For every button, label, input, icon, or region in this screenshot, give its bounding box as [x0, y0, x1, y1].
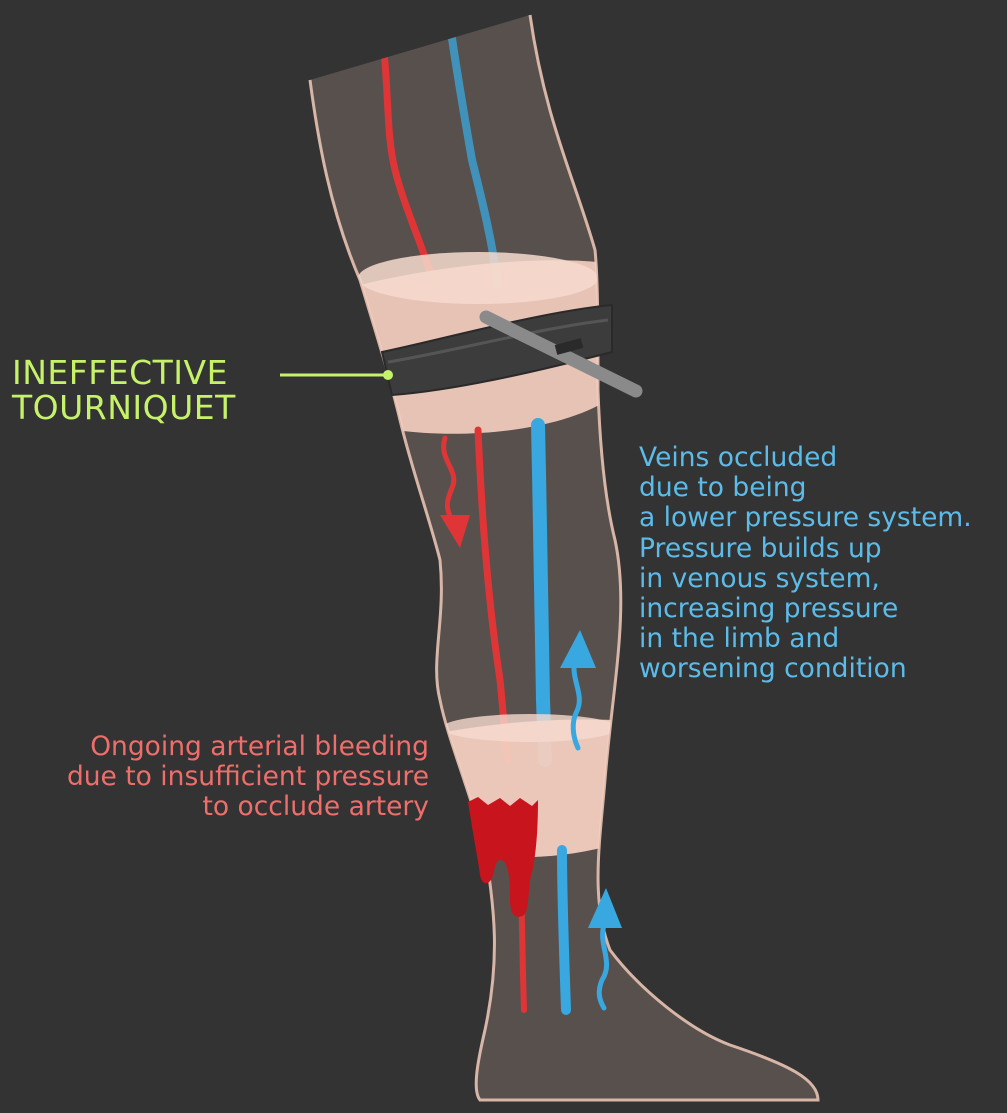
lower-bandage-top — [442, 714, 618, 742]
arterial-note-line-1: Ongoing arterial bleeding — [67, 732, 429, 762]
veins-note-line-6: increasing pressure — [639, 594, 972, 624]
veins-note-line-2: due to being — [639, 473, 972, 503]
veins-note-line-3: a lower pressure system. — [639, 503, 972, 533]
veins-note-line-8: worsening condition — [639, 654, 972, 684]
veins-note-line-7: in the limb and — [639, 624, 972, 654]
tourniquet-label-line-1: INEFFECTIVE — [12, 356, 236, 391]
foot-vein — [562, 850, 566, 1010]
windlass-clip — [556, 343, 582, 350]
tourniquet-label-line-2: TOURNIQUET — [12, 391, 236, 426]
arterial-note-line-2: due to insufficient pressure — [67, 762, 429, 792]
arterial-bleeding-note: Ongoing arterial bleeding due to insuffi… — [67, 732, 429, 823]
arterial-note-line-3: to occlude artery — [67, 792, 429, 822]
upper-bandage-top — [358, 252, 598, 304]
lower-vein — [538, 425, 545, 760]
veins-occluded-note: Veins occluded due to being a lower pres… — [639, 443, 972, 685]
tourniquet-label: INEFFECTIVE TOURNIQUET — [12, 356, 236, 425]
veins-note-line-5: in venous system, — [639, 564, 972, 594]
tourniquet-leader-dot — [383, 370, 393, 380]
veins-note-line-1: Veins occluded — [639, 443, 972, 473]
veins-note-line-4: Pressure builds up — [639, 534, 972, 564]
